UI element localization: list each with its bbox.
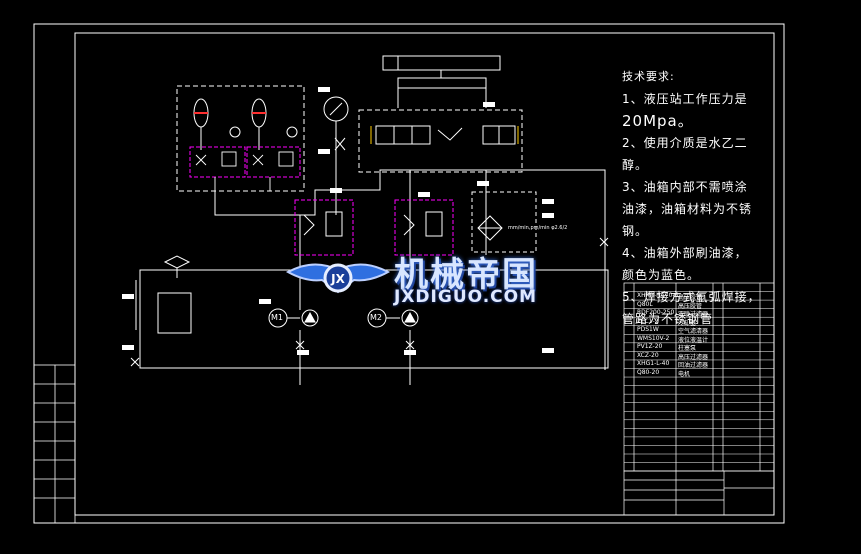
- gauge-icon: [229, 126, 241, 138]
- valve-block-2: [246, 146, 301, 178]
- notes-lines: 1、液压站工作压力是 20Mpa。 2、使用介质是水乙二醇。 3、油箱内部不需喷涂油漆…: [622, 88, 772, 330]
- note-line: 5、焊接方式氩弧焊接，: [622, 290, 761, 304]
- tag-boxes: [122, 87, 554, 355]
- note-line: 管路为不锈钢管: [622, 312, 714, 326]
- watermark-logo-icon: JX: [285, 263, 391, 294]
- bom-part-code: XCZ-20: [637, 351, 659, 359]
- outer-border: [33, 23, 785, 524]
- bom-part-desc: 高压胶管: [678, 302, 703, 310]
- tank-icon: [135, 255, 192, 334]
- bom-part-desc: 回油过滤器: [678, 362, 709, 370]
- note-line: 3、油箱内部不需喷涂: [622, 180, 748, 194]
- notes-heading: 技术要求:: [622, 70, 675, 83]
- note-line: 1、液压站工作压力是: [622, 92, 748, 106]
- check-valve-icons: [130, 137, 609, 367]
- filter-box: [471, 191, 537, 253]
- technical-notes: 技术要求: 1、液压站工作压力是 20Mpa。 2、使用介质是水乙二醇。 3、油箱内部…: [622, 66, 772, 330]
- directional-valve-box: [358, 109, 523, 173]
- bom-part-code: XHG1-L-40: [637, 360, 670, 368]
- relief-valve-box-1: [294, 199, 354, 256]
- valve-block-1: [189, 146, 246, 178]
- note-line: 2、使用介质是水乙二: [622, 136, 748, 150]
- pipe-network: [139, 169, 609, 385]
- inner-border: [74, 32, 775, 516]
- bom-part-code: PDS1W: [637, 326, 659, 334]
- motor-2-label: M2: [370, 313, 382, 322]
- bom-part-desc: 空气滤清器: [678, 328, 709, 336]
- filter-icon: [477, 215, 503, 241]
- gauge-icon: [286, 126, 298, 138]
- note-line: 4、油箱外部刷油漆，: [622, 246, 748, 260]
- note-line: 油漆，油箱材料为不锈: [622, 202, 753, 216]
- bom-part-code: WMS10V-2: [637, 334, 670, 342]
- bom-part-desc: 高压胶管: [678, 294, 703, 301]
- bom-part-code: XHRB-HC70-6: [637, 292, 679, 299]
- title-block: [623, 470, 775, 516]
- note-line: 钢。: [622, 224, 649, 238]
- motor-1-label: M1: [271, 313, 283, 322]
- bom-part-code: ZLC1-2: [637, 317, 659, 325]
- left-strip: [33, 364, 76, 524]
- note-line: 颜色为蓝色。: [622, 268, 701, 282]
- watermark-logo-text: JX: [330, 272, 345, 286]
- note-line: 醇。: [622, 158, 649, 172]
- watermark-cn: 机械帝国: [394, 255, 538, 295]
- bom-part-desc: 柱塞泵: [678, 345, 697, 353]
- bom-part-code: Q80L: [637, 300, 653, 308]
- accumulator-group-box: [176, 85, 305, 192]
- bom-part-code: Q80-20: [637, 368, 660, 376]
- bom-part-code: RDF200-250: [637, 309, 675, 317]
- cylinder-icon: [382, 55, 501, 108]
- bom-part-desc: 高压过滤器: [678, 353, 709, 361]
- accumulator-1-icon: [193, 98, 209, 150]
- bom-part-desc: 冷却器: [678, 319, 697, 327]
- directional-valve-icon: [370, 125, 519, 145]
- relief-valve-symbols: [303, 211, 443, 237]
- bom-part-desc: 电机: [678, 370, 691, 378]
- bom-part-desc: 液位液温计: [678, 336, 709, 344]
- bom-row-lines: [624, 291, 774, 463]
- valve-symbols: [195, 151, 294, 191]
- accumulator-2-icon: [251, 98, 267, 150]
- note-line: 20Mpa。: [622, 112, 694, 130]
- pressure-gauge-icon: [323, 96, 349, 185]
- motor-2-icon: [367, 308, 419, 328]
- watermark-en: JXDIGUO.COM: [394, 287, 538, 307]
- motor-1-icon: [268, 308, 319, 328]
- bom-part-code: PV1Z-20: [637, 343, 663, 351]
- bom-part-desc: 双联过滤器: [678, 311, 709, 319]
- relief-valve-box-2: [394, 199, 454, 256]
- flow-note: mm/min,pm/min φ2.6/2: [508, 225, 568, 231]
